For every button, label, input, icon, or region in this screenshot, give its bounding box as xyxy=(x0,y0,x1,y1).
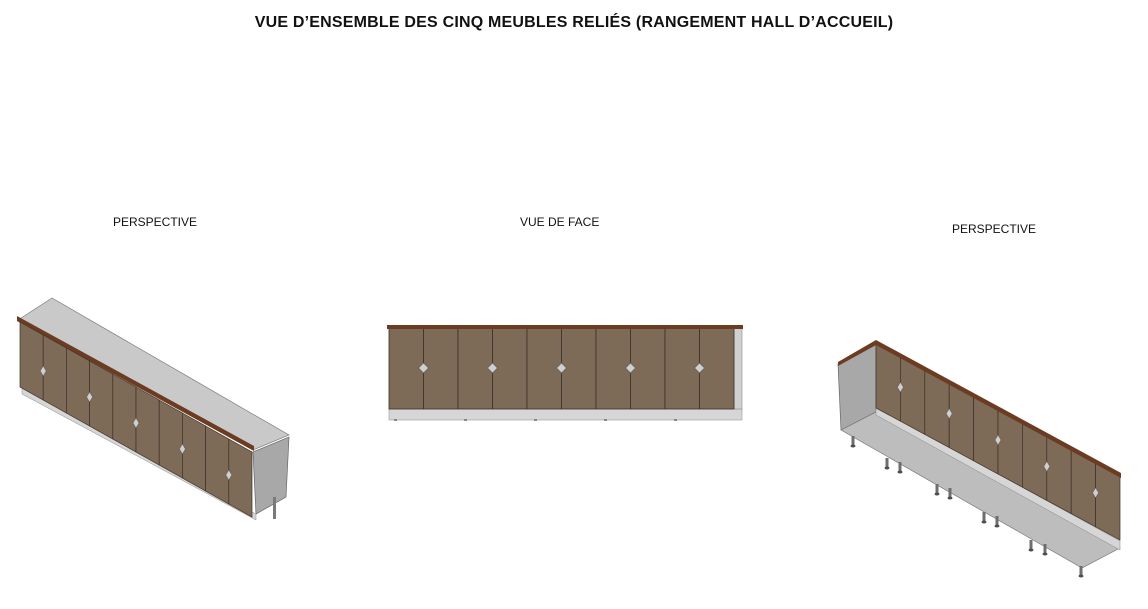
door-handle xyxy=(132,417,140,429)
foot xyxy=(995,516,999,526)
door-handle xyxy=(225,469,233,481)
foot xyxy=(273,497,276,519)
foot xyxy=(982,512,986,522)
foot xyxy=(604,419,607,421)
foot xyxy=(1043,544,1047,554)
door-handle xyxy=(1043,460,1051,472)
foot-base xyxy=(994,524,1000,528)
top-edge xyxy=(387,325,743,329)
door-handle xyxy=(625,362,636,374)
foot-base xyxy=(897,470,903,474)
door-panel xyxy=(423,327,459,410)
foot-base xyxy=(947,496,953,500)
foot-base xyxy=(850,444,856,448)
foot xyxy=(885,458,889,468)
foot-base xyxy=(1042,552,1048,556)
side-panel xyxy=(252,436,290,515)
foot-base xyxy=(1078,574,1084,578)
cabinet-left-perspective xyxy=(17,297,290,521)
front-view-label: VUE DE FACE xyxy=(520,215,600,229)
foot xyxy=(674,419,677,421)
foot xyxy=(1079,566,1083,576)
perspective-left-label: PERSPECTIVE xyxy=(113,215,198,229)
foot-base xyxy=(981,520,987,524)
door-handle xyxy=(1092,487,1099,499)
foot xyxy=(534,419,537,421)
door-handle xyxy=(487,362,498,374)
door-panel xyxy=(699,327,735,410)
foot xyxy=(1029,540,1033,550)
foot xyxy=(851,436,855,446)
foot xyxy=(394,419,397,421)
foot xyxy=(464,419,467,421)
cabinet-right-perspective xyxy=(837,340,1121,578)
perspective-right-label: PERSPECTIVE xyxy=(952,222,1037,236)
door-panel xyxy=(228,438,253,518)
door-handle xyxy=(179,443,186,455)
door-panel xyxy=(664,327,700,410)
door-handle xyxy=(86,391,93,403)
drawing-title: VUE D’ENSEMBLE DES CINQ MEUBLES RELIÉS (… xyxy=(254,14,894,31)
foot-base xyxy=(1028,548,1034,552)
foot xyxy=(948,488,952,498)
door-panel xyxy=(388,327,424,410)
door-handle xyxy=(994,434,1002,446)
top-edge xyxy=(17,316,254,451)
foot xyxy=(935,484,939,494)
foot xyxy=(898,462,902,472)
door-handle xyxy=(897,381,904,393)
cabinet-front-view xyxy=(387,325,743,421)
door-handle xyxy=(418,362,429,374)
door-handle xyxy=(556,362,567,374)
door-panel xyxy=(526,327,562,410)
foot-base xyxy=(884,466,890,470)
door-handle xyxy=(39,365,47,377)
foot-base xyxy=(934,492,940,496)
door-handle xyxy=(945,408,953,420)
door-handle xyxy=(694,362,705,374)
